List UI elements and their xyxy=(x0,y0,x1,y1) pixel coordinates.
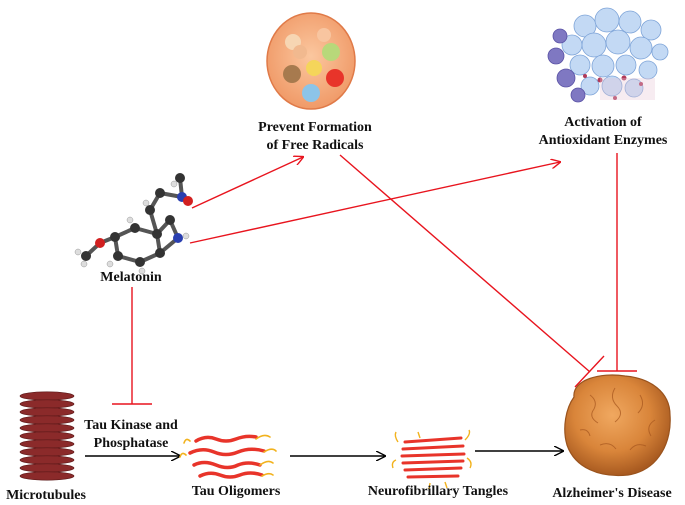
black-edges xyxy=(85,451,563,456)
label-melatonin: Melatonin xyxy=(100,270,162,285)
alzheimers-brain-illustration xyxy=(564,374,671,477)
antioxidant-enzymes-illustration xyxy=(547,7,669,103)
tau-oligomers-illustration xyxy=(179,434,277,479)
label-activation-line2: Antioxidant Enzymes xyxy=(539,133,668,148)
melatonin-molecule-illustration xyxy=(74,173,193,275)
edge-melatonin-to-prevent xyxy=(191,157,303,209)
label-alzheimers-disease: Alzheimer's Disease xyxy=(552,486,671,501)
label-prevent-line1: Prevent Formation xyxy=(258,120,372,135)
label-activation-line1: Activation of xyxy=(564,115,642,130)
free-radicals-cell-illustration xyxy=(266,12,356,110)
neurofibrillary-tangles-illustration xyxy=(391,429,472,490)
edge-melatonin-to-activation xyxy=(189,162,560,244)
label-tau-oligomers: Tau Oligomers xyxy=(192,484,281,499)
microtubules-illustration xyxy=(19,391,75,481)
inhibition-bar-prevent xyxy=(574,355,605,388)
label-tau-kinase-line2: Phosphatase xyxy=(94,436,169,451)
label-neurofibrillary-tangles: Neurofibrillary Tangles xyxy=(368,484,509,499)
label-microtubules: Microtubules xyxy=(6,488,86,503)
red-edges xyxy=(112,153,637,405)
label-tau-kinase-line1: Tau Kinase and xyxy=(84,418,178,433)
label-prevent-line2: of Free Radicals xyxy=(267,138,364,153)
edge-prevent-inhibits-alzheimers xyxy=(339,154,591,373)
